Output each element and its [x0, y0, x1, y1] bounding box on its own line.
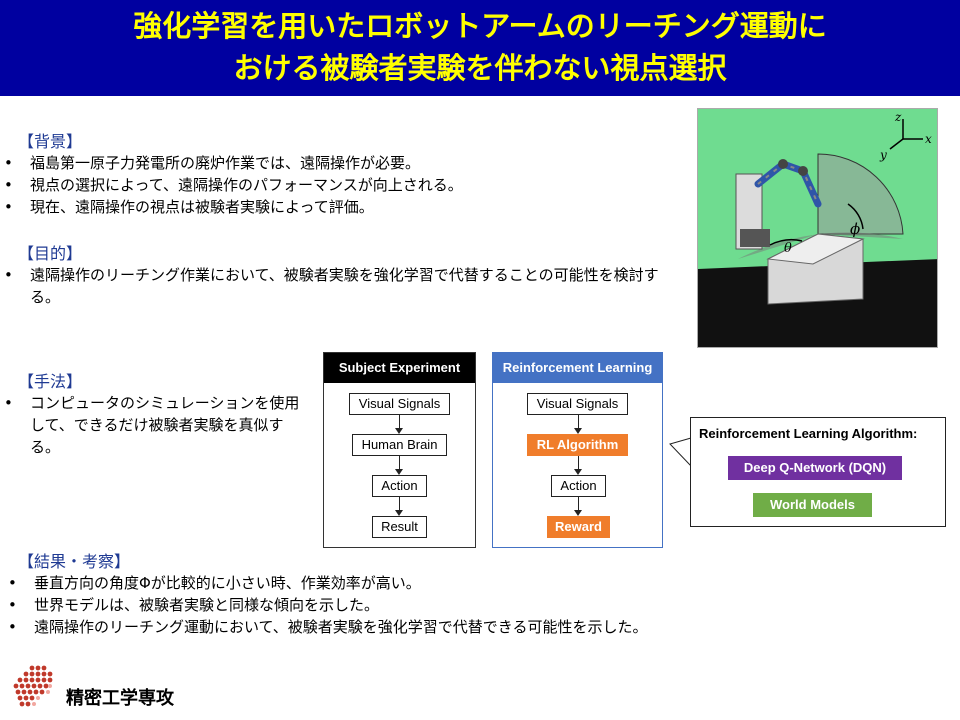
flow-node-reward: Reward — [547, 516, 610, 538]
rl-flow-header: Reinforcement Learning — [493, 353, 662, 383]
title-line-2: おける被験者実験を伴わない視点選択 — [233, 51, 727, 85]
results-item: 遠隔操作のリーチング運動において、被験者実験を強化学習で代替できる可能性を示した… — [4, 616, 938, 638]
algo-world-models: World Models — [753, 493, 872, 517]
background-heading: 【背景】 — [18, 132, 83, 151]
results-section: 【結果・考察】 垂直方向の角度Φが比較的に小さい時、作業効率が高い。 世界モデル… — [8, 548, 938, 638]
purpose-heading: 【目的】 — [18, 244, 83, 263]
subject-experiment-flow: Subject Experiment Visual Signals Human … — [323, 352, 476, 548]
callout-pointer — [669, 437, 692, 468]
method-heading: 【手法】 — [18, 372, 83, 391]
results-item: 垂直方向の角度Φが比較的に小さい時、作業効率が高い。 — [4, 572, 938, 594]
flow-node: Visual Signals — [349, 393, 450, 415]
flow-node: Action — [372, 475, 427, 497]
flow-node: Result — [372, 516, 427, 538]
department-name: 精密工学専攻 — [66, 688, 174, 709]
background-section: 【背景】 福島第一原子力発電所の廃炉作業では、遠隔操作が必要。 視点の選択によっ… — [4, 128, 688, 218]
results-item: 世界モデルは、被験者実験と同様な傾向を示した。 — [4, 594, 938, 616]
background-list: 福島第一原子力発電所の廃炉作業では、遠隔操作が必要。 視点の選択によって、遠隔操… — [0, 152, 688, 218]
method-section: 【手法】 コンピュータのシミュレーションを使用して、できるだけ被験者実験を真似す… — [4, 368, 318, 458]
axis-z-label: z — [894, 110, 902, 124]
background-item: 福島第一原子力発電所の廃炉作業では、遠隔操作が必要。 — [0, 152, 688, 174]
department-logo — [13, 665, 53, 707]
phi-label: ϕ — [850, 220, 860, 238]
purpose-list: 遠隔操作のリーチング作業において、被験者実験を強化学習で代替することの可能性を検… — [0, 264, 680, 308]
results-list: 垂直方向の角度Φが比較的に小さい時、作業効率が高い。 世界モデルは、被験者実験と… — [4, 572, 938, 638]
simulation-figure: z x y ϕ θ — [697, 108, 938, 348]
rl-algorithm-callout: Reinforcement Learning Algorithm: Deep Q… — [690, 417, 946, 527]
axis-x-label: x — [925, 132, 932, 146]
algo-dqn: Deep Q-Network (DQN) — [728, 456, 902, 480]
background-item: 現在、遠隔操作の視点は被験者実験によって評価。 — [0, 196, 688, 218]
flow-node: Human Brain — [352, 434, 447, 456]
callout-title: Reinforcement Learning Algorithm: — [699, 426, 918, 441]
subject-flow-header: Subject Experiment — [324, 353, 475, 383]
method-list: コンピュータのシミュレーションを使用して、できるだけ被験者実験を真似する。 — [0, 392, 300, 458]
purpose-item: 遠隔操作のリーチング作業において、被験者実験を強化学習で代替することの可能性を検… — [0, 264, 680, 308]
flow-node: Action — [551, 475, 606, 497]
purpose-section: 【目的】 遠隔操作のリーチング作業において、被験者実験を強化学習で代替することの… — [4, 240, 688, 308]
method-item: コンピュータのシミュレーションを使用して、できるだけ被験者実験を真似する。 — [0, 392, 300, 458]
robot-arm-illustration: z x y ϕ θ — [698, 109, 937, 347]
flow-node: Visual Signals — [527, 393, 628, 415]
background-item: 視点の選択によって、遠隔操作のパフォーマンスが向上される。 — [0, 174, 688, 196]
theta-label: θ — [784, 241, 792, 256]
slide-title: 強化学習を用いたロボットアームのリーチング運動に おける被験者実験を伴わない視点… — [0, 0, 960, 96]
flow-node-rl-algorithm: RL Algorithm — [527, 434, 628, 456]
reinforcement-learning-flow: Reinforcement Learning Visual Signals RL… — [492, 352, 663, 548]
axis-y-label: y — [879, 148, 887, 162]
results-heading: 【結果・考察】 — [18, 552, 131, 571]
title-line-1: 強化学習を用いたロボットアームのリーチング運動に — [133, 9, 827, 43]
